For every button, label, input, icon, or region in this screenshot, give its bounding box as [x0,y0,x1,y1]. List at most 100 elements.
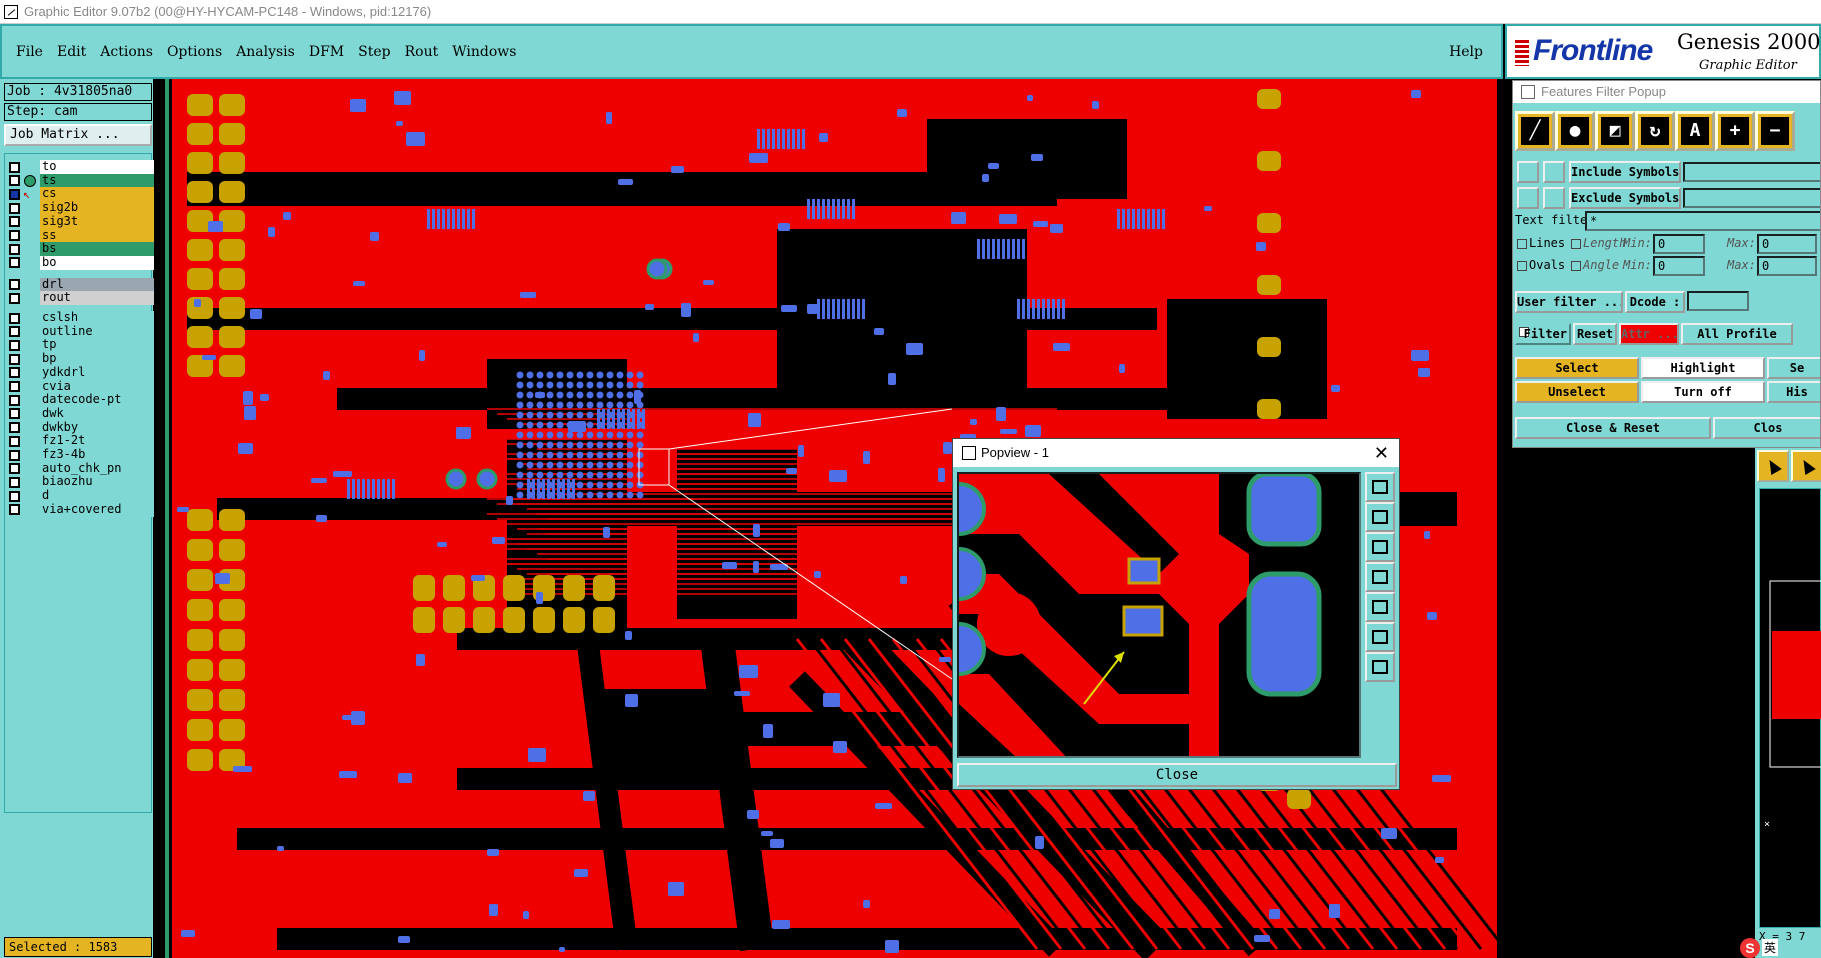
text-filter-input[interactable]: * [1585,211,1820,231]
menu-windows[interactable]: Windows [452,43,517,60]
layer-row-rout[interactable]: rout [9,291,154,306]
clos-button[interactable]: Clos [1713,417,1820,439]
his-button[interactable]: His [1767,381,1820,403]
layer-checkbox[interactable] [9,449,20,461]
lines-checkbox[interactable] [1517,239,1527,249]
layer-checkbox[interactable] [9,326,20,338]
ime-indicator[interactable]: S 英 [1740,937,1821,958]
menu-edit[interactable]: Edit [56,43,87,60]
layer-row-ss[interactable]: ss [9,228,154,243]
menu-step[interactable]: Step [358,43,391,60]
layer-row-biaozhu[interactable]: biaozhu [9,475,154,490]
pointer-alt-tool-icon[interactable] [1791,450,1821,482]
pad-tool-icon[interactable]: ● [1555,111,1595,151]
angle-max-input[interactable]: 0 [1757,256,1817,276]
layer-checkbox[interactable] [9,339,20,351]
angle-checkbox[interactable] [1571,261,1581,271]
exclude-symbols-button[interactable]: Exclude Symbols : [1569,187,1681,209]
menu-actions[interactable]: Actions [100,43,153,60]
layer-checkbox[interactable] [9,490,20,502]
layer-row-outline[interactable]: outline [9,324,154,339]
pan-left-icon[interactable] [1365,562,1395,592]
select-button[interactable]: Select [1515,357,1639,379]
center-icon[interactable] [1365,622,1395,652]
include-symbols-button[interactable]: Include Symbols : [1569,161,1681,183]
layer-checkbox[interactable] [9,279,20,291]
filter-checkbox[interactable] [1519,327,1529,337]
layer-checkbox[interactable] [9,188,20,200]
layer-row-bo[interactable]: bo [9,255,154,270]
exclude-arrow-b-icon[interactable] [1543,187,1565,209]
exclude-symbols-input[interactable] [1683,188,1820,208]
highlight-button[interactable]: Highlight [1641,357,1765,379]
filter-toggle[interactable]: Filter [1515,323,1571,345]
pan-right-icon[interactable] [1365,592,1395,622]
layer-checkbox[interactable] [9,230,20,241]
user-filter-button[interactable]: User filter ... [1515,291,1623,313]
layer-checkbox[interactable] [9,476,20,488]
layer-row-cslsh[interactable]: cslsh [9,311,154,325]
include-symbols-input[interactable] [1683,162,1820,182]
layer-row-d[interactable]: d [9,489,154,504]
length-checkbox[interactable] [1571,239,1581,249]
text-tool-icon[interactable]: A [1675,111,1715,151]
length-min-input[interactable]: 0 [1653,234,1705,254]
arc-tool-icon[interactable]: ↻ [1635,111,1675,151]
menu-options[interactable]: Options [166,43,223,60]
dcode-input[interactable] [1687,291,1749,311]
layer-checkbox[interactable] [9,257,20,269]
reset-button[interactable]: Reset [1573,323,1617,345]
surface-tool-icon[interactable]: ◩ [1595,111,1635,151]
layer-checkbox[interactable] [9,312,20,324]
layer-row-via+covered[interactable]: via+covered [9,502,154,517]
popview-canvas[interactable] [957,472,1361,758]
plus-icon[interactable]: + [1715,111,1755,151]
menu-analysis[interactable]: Analysis [236,43,295,60]
line-tool-icon[interactable]: ╱ [1515,111,1555,151]
popview-close-button[interactable]: Close [957,763,1397,787]
overview-panel[interactable]: × [1759,488,1821,928]
layer-row-dwkby[interactable]: dwkby [9,420,154,435]
ovals-checkbox[interactable] [1517,261,1527,271]
zoom-in-icon[interactable] [1365,502,1395,532]
layer-row-ts[interactable]: ts [9,173,154,188]
layer-checkbox[interactable] [9,353,20,365]
menu-file[interactable]: File [16,43,43,60]
layer-checkbox[interactable] [9,292,20,304]
layer-checkbox[interactable] [9,394,20,406]
include-arrow-b-icon[interactable] [1543,161,1565,183]
layer-row-bp[interactable]: bp [9,352,154,367]
layer-row-fz3-4b[interactable]: fz3-4b [9,448,154,462]
job-matrix-button[interactable]: Job Matrix ... [4,124,152,146]
angle-min-input[interactable]: 0 [1653,256,1705,276]
layer-row-sig2b[interactable]: sig2b [9,201,154,216]
layer-row-bs[interactable]: bs [9,242,154,257]
layer-row-cs[interactable]: ↖cs [9,187,154,202]
layer-checkbox[interactable] [9,463,20,475]
layer-row-sig3t[interactable]: sig3t [9,214,154,229]
layer-checkbox[interactable] [9,367,20,379]
pointer-tool-icon[interactable] [1757,450,1789,482]
length-max-input[interactable]: 0 [1757,234,1817,254]
menu-dfm[interactable]: DFM [308,43,345,60]
dcode-button[interactable]: Dcode : [1625,291,1685,313]
layer-row-auto_chk_pn[interactable]: auto_chk_pn [9,461,154,476]
layer-row-datecode-pt[interactable]: datecode-pt [9,393,154,408]
unselect-button[interactable]: Unselect [1515,381,1639,403]
layer-checkbox[interactable] [9,243,20,255]
layer-checkbox[interactable] [9,216,20,228]
attr-button[interactable]: Attr ... [1619,323,1679,345]
home-icon[interactable] [1365,652,1395,682]
menu-rout[interactable]: Rout [404,43,439,60]
layer-row-fz1-2t[interactable]: fz1-2t [9,434,154,449]
menu-help[interactable]: Help [1449,44,1483,60]
layer-checkbox[interactable] [9,504,20,516]
close-reset-button[interactable]: Close & Reset [1515,417,1711,439]
layer-row-drl[interactable]: drl [9,277,154,292]
exclude-arrow-a-icon[interactable] [1517,187,1539,209]
profile-select[interactable]: All Profile [1681,323,1793,345]
layer-checkbox[interactable] [9,161,20,173]
zoom-out-icon[interactable] [1365,532,1395,562]
layer-checkbox[interactable] [9,435,20,447]
layer-row-to[interactable]: to [9,160,154,174]
